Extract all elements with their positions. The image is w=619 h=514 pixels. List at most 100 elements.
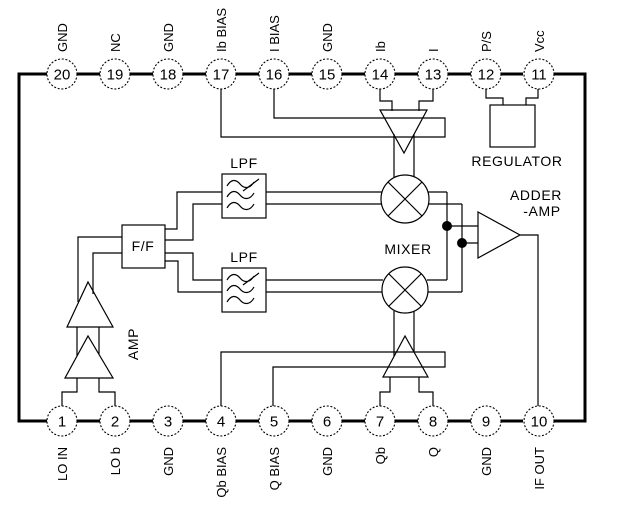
wire-pin1-to-amp [61, 378, 78, 406]
bottom-amp-triangle [381, 334, 430, 378]
wire-amp-stage-link [76, 327, 100, 356]
wire-lpf-bottom-to-mixer [266, 279, 383, 293]
pin-11-circle [523, 58, 555, 90]
pin-19-circle [99, 58, 131, 90]
package-border-pin-links [77, 72, 523, 423]
ff-block [121, 224, 166, 269]
pin-10-number: 10 [531, 414, 548, 431]
pin-13-number: 13 [425, 67, 442, 84]
lpf-top-box [221, 173, 267, 219]
pin-4-circle [205, 405, 237, 437]
wire-pin14-to-top-amp [379, 89, 393, 111]
junction-dot-q [457, 238, 467, 248]
pin-2-label: LO b [108, 447, 123, 475]
pin-13-circle [417, 58, 449, 90]
pin-7-number: 7 [376, 414, 384, 431]
pin-6-label: GND [320, 447, 335, 476]
lpf-bottom-label: LPF [230, 249, 257, 265]
pin-14-number: 14 [372, 67, 389, 84]
adder-amp-label-line2: -AMP [523, 203, 560, 219]
wire-ff-to-lpf-bottom [164, 252, 222, 293]
lpf-top-label: LPF [230, 155, 257, 171]
wire-pin8-to-bottom-amp [418, 377, 434, 406]
wire-mixer-outputs [427, 191, 463, 293]
pin-17-label: Ib BIAS [214, 8, 229, 52]
pin-1-number: 1 [58, 414, 66, 431]
wire-adder-to-pin10 [520, 234, 539, 406]
mixer-bottom-symbol [381, 266, 429, 314]
pin-19-label: NC [108, 33, 123, 52]
pin-5-number: 5 [270, 414, 278, 431]
package-border-right [553, 72, 587, 423]
wire-ibbias-ibias-bus [220, 89, 446, 138]
wire-pin11-to-regulator [525, 89, 539, 106]
lo-amp-triangle-lower [63, 334, 115, 379]
pin-11-number: 11 [531, 67, 547, 84]
mixer-top-symbol [380, 174, 430, 224]
pin-2-number: 2 [111, 414, 119, 431]
lpf-bottom-block [221, 267, 267, 313]
regulator-block [489, 104, 536, 148]
pin-12-number: 12 [478, 67, 495, 84]
lo-amp-triangle-upper [66, 280, 115, 328]
adder-amp-triangle [477, 210, 522, 260]
wiring [61, 89, 539, 406]
pin-7-circle [364, 405, 396, 437]
pin-14-label: Ib [373, 41, 388, 52]
pin-6-circle [311, 405, 343, 437]
pin-16-label: I BIAS [267, 15, 282, 52]
mixer-bottom-cross [388, 273, 422, 307]
pin-10-label: IF OUT [532, 447, 547, 490]
top-amp-triangle [378, 109, 429, 155]
package-border-left [17, 72, 47, 423]
pin-17-circle [205, 58, 237, 90]
pin-5-label: Q BIAS [267, 447, 282, 491]
pin-15-circle [311, 58, 343, 90]
wire-ff-to-lpf-top [164, 191, 222, 241]
wire-pin7-to-bottom-amp [379, 377, 391, 406]
pin-16-circle [258, 58, 290, 90]
lpf-bottom-wave-icon [226, 272, 260, 305]
pin-3-number: 3 [164, 414, 172, 431]
mixer-top-cross [387, 181, 423, 217]
pin-6-number: 6 [323, 414, 331, 431]
pin-11-label: Vcc [532, 30, 547, 52]
mixer-label: MIXER [384, 241, 431, 257]
pin-9-label: GND [479, 447, 494, 476]
pin-20-label: GND [55, 23, 70, 52]
pin-12-circle [470, 58, 502, 90]
pin-3-label: GND [161, 447, 176, 476]
pin-4-number: 4 [217, 414, 225, 431]
pin-20-number: 20 [54, 67, 71, 84]
pin-18-circle [152, 58, 184, 90]
pin-20-circle [46, 58, 78, 90]
junction-dot-i [442, 221, 452, 231]
pin-3-circle [152, 405, 184, 437]
pin-17-number: 17 [213, 67, 230, 84]
lpf-top-block [221, 173, 267, 219]
wire-pin2-to-amp [98, 378, 116, 406]
pin-7-label: Qb [373, 447, 388, 464]
pin-1-label: LO IN [55, 447, 70, 481]
pin-15-label: GND [320, 23, 335, 52]
pin-8-number: 8 [429, 414, 437, 431]
pin-1-circle [46, 405, 78, 437]
wire-mixer-to-bottom-amp [393, 311, 415, 356]
pin-9-number: 9 [482, 414, 490, 431]
pin-4-label: Qb BIAS [214, 447, 229, 498]
amp-label: AMP [125, 328, 141, 360]
pin-13-label: I [426, 48, 441, 52]
pin-18-number: 18 [160, 67, 177, 84]
wire-lpf-top-to-mixer [266, 191, 383, 205]
pin-19-number: 19 [107, 67, 124, 84]
pin-5-circle [258, 405, 290, 437]
pin-8-circle [417, 405, 449, 437]
wire-qbbias-qbias-bus [220, 351, 446, 406]
wire-pin12-to-regulator [485, 89, 504, 106]
pin-10-circle [523, 405, 555, 437]
pin-14-circle [364, 58, 396, 90]
pin-16-number: 16 [266, 67, 283, 84]
